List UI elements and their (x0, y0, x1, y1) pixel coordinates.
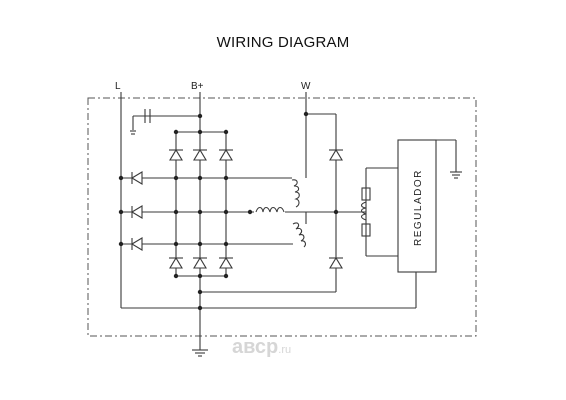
terminal-label-l: L (115, 81, 121, 92)
terminal-label-bplus: B+ (191, 81, 204, 92)
rectifier-diodes (169, 148, 343, 269)
watermark: авср.ru (232, 336, 292, 358)
stator-windings (255, 179, 306, 248)
diagram-title: WIRING DIAGRAM (216, 34, 350, 51)
exciter-diodes (130, 171, 143, 251)
alternator-housing (87, 97, 477, 337)
regulator-box (397, 139, 437, 273)
wiring (120, 92, 462, 357)
regulator-label: REGULADOR (413, 169, 424, 246)
rotor-field (360, 187, 371, 237)
junction-dots (118, 111, 339, 311)
terminal-label-w: W (301, 81, 311, 92)
